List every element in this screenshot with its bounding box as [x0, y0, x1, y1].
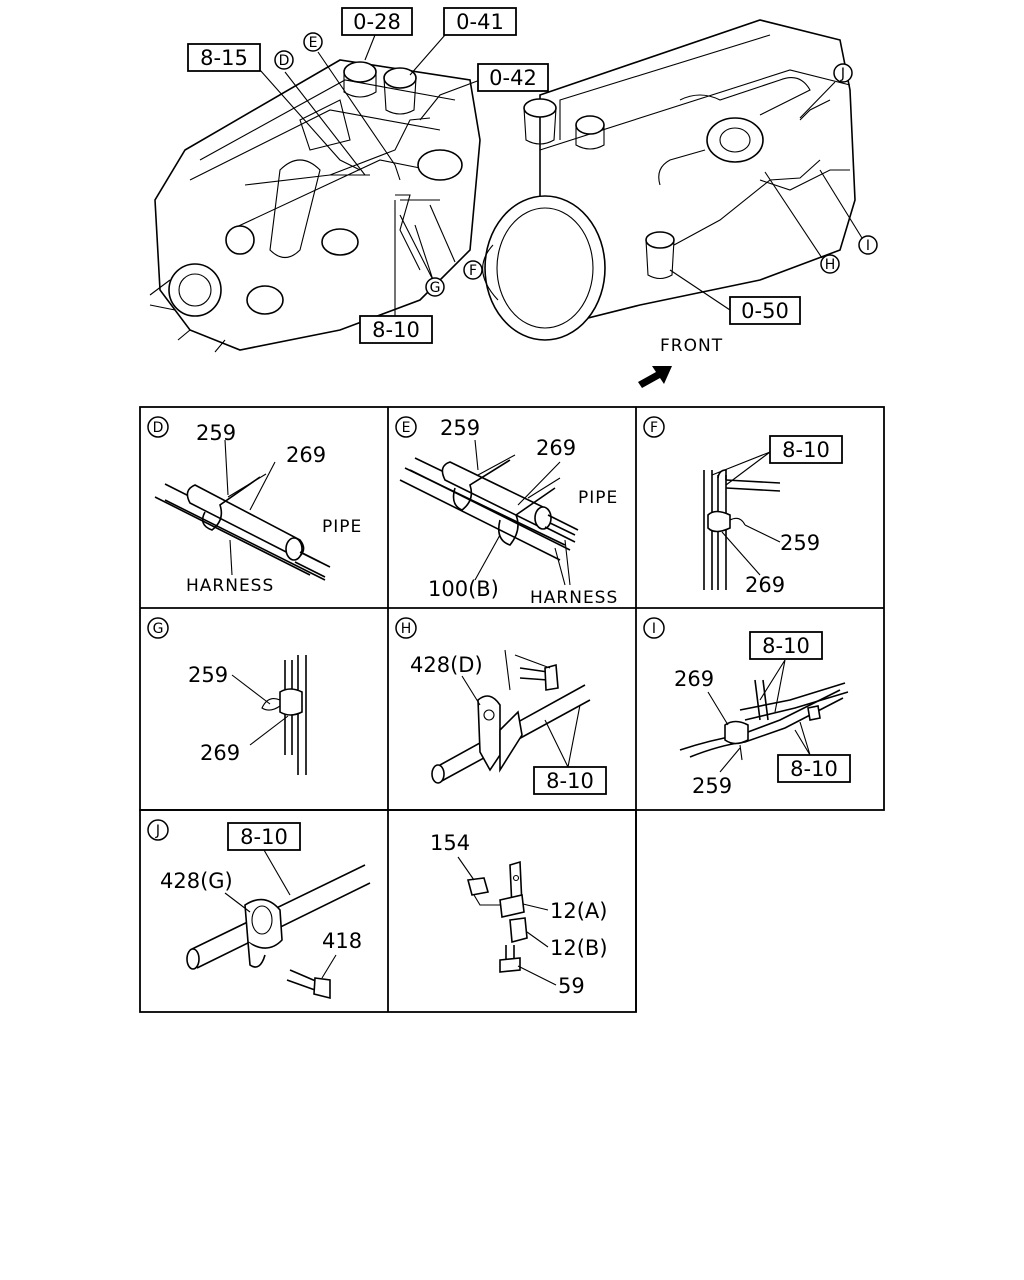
svg-text:8-10: 8-10	[782, 438, 830, 462]
overview-leader-lines	[259, 34, 863, 318]
callout-e: E	[303, 32, 323, 52]
svg-text:E: E	[309, 35, 318, 51]
svg-text:259: 259	[692, 774, 732, 798]
svg-text:F: F	[469, 263, 477, 279]
detail-e: E 259 269 PIPE 100(B) HARNESS	[395, 416, 618, 608]
svg-text:8-10: 8-10	[790, 757, 838, 781]
callout-j: J	[833, 63, 853, 83]
engine-overview: 0-28 0-41 0-42 8-15 8-10 0-50 D E F G H …	[149, 7, 878, 388]
svg-text:269: 269	[536, 436, 576, 460]
svg-text:PIPE: PIPE	[322, 517, 362, 537]
svg-text:269: 269	[674, 667, 714, 691]
detail-j: J 8-10 428(G) 418	[147, 819, 371, 1000]
svg-text:G: G	[430, 280, 441, 296]
svg-text:D: D	[279, 53, 290, 69]
svg-text:154: 154	[430, 831, 470, 855]
svg-text:0-28: 0-28	[353, 10, 401, 34]
svg-text:8-10: 8-10	[240, 825, 288, 849]
ref-box-8-15: 8-15	[187, 43, 261, 72]
svg-text:12(B): 12(B)	[550, 936, 608, 960]
svg-text:J: J	[840, 66, 845, 82]
svg-text:269: 269	[286, 443, 326, 467]
detail-h: H 428(D) 8-10	[395, 617, 607, 795]
svg-text:259: 259	[196, 421, 236, 445]
svg-text:8-10: 8-10	[372, 318, 420, 342]
ref-box-0-28: 0-28	[341, 7, 413, 36]
svg-text:G: G	[153, 621, 164, 637]
svg-text:259: 259	[188, 663, 228, 687]
svg-text:E: E	[402, 420, 411, 436]
ref-box-8-10: 8-10	[359, 315, 433, 344]
svg-text:0-50: 0-50	[741, 299, 789, 323]
svg-text:269: 269	[200, 741, 240, 765]
detail-i: I 8-10 269 259 8-10	[643, 617, 851, 798]
svg-text:D: D	[153, 420, 164, 436]
ref-box-0-41: 0-41	[443, 7, 517, 36]
svg-text:8-10: 8-10	[762, 634, 810, 658]
svg-text:418: 418	[322, 929, 362, 953]
svg-text:259: 259	[780, 531, 820, 555]
ref-box-0-42: 0-42	[477, 63, 549, 92]
svg-text:8-10: 8-10	[546, 769, 594, 793]
callout-h: H	[820, 254, 840, 274]
svg-text:428(G): 428(G)	[160, 869, 233, 893]
svg-text:HARNESS: HARNESS	[186, 576, 274, 596]
svg-text:F: F	[650, 420, 658, 436]
callout-f: F	[463, 260, 483, 280]
svg-text:428(D): 428(D)	[410, 653, 483, 677]
detail-f: F 8-10 259 269	[643, 416, 843, 597]
svg-text:259: 259	[440, 416, 480, 440]
svg-text:0-41: 0-41	[456, 10, 504, 34]
ref-box-0-50: 0-50	[729, 296, 801, 325]
right-engine-drawing	[482, 19, 856, 341]
svg-text:269: 269	[745, 573, 785, 597]
svg-text:I: I	[652, 621, 656, 637]
svg-text:0-42: 0-42	[489, 66, 537, 90]
callout-i: I	[858, 235, 878, 255]
svg-text:59: 59	[558, 974, 585, 998]
svg-text:HARNESS: HARNESS	[530, 588, 618, 608]
svg-text:H: H	[401, 621, 412, 637]
front-arrow-icon	[638, 366, 672, 388]
svg-text:8-15: 8-15	[200, 46, 248, 70]
callout-d: D	[274, 50, 294, 70]
svg-text:J: J	[155, 823, 160, 839]
svg-text:100(B): 100(B)	[428, 577, 499, 601]
detail-g: G 259 269	[147, 617, 307, 775]
callout-g: G	[425, 277, 445, 297]
svg-text:I: I	[866, 238, 870, 254]
detail-bracket: 154 12(A) 12(B) 59	[430, 831, 608, 998]
detail-grid	[139, 406, 885, 1013]
left-engine-drawing	[149, 59, 481, 353]
svg-text:H: H	[825, 257, 836, 273]
front-label: FRONT	[660, 336, 723, 356]
svg-text:12(A): 12(A)	[550, 899, 607, 923]
svg-text:PIPE: PIPE	[578, 488, 618, 508]
detail-d: D 259 269 PIPE HARNESS	[147, 416, 362, 596]
